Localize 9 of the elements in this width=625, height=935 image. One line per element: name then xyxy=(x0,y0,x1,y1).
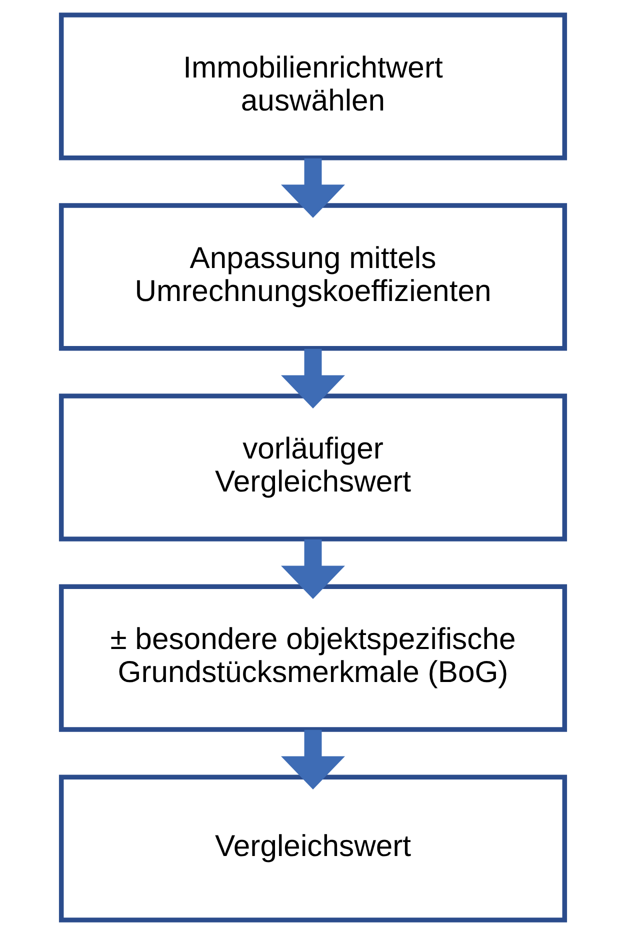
arrow xyxy=(280,539,344,599)
arrow xyxy=(280,730,344,790)
node-box: ± besondere objektspezifische Grundstücksmerkmale (BoG) xyxy=(58,584,567,732)
node-box: vorläufiger Vergleichswert xyxy=(58,394,567,542)
arrow xyxy=(280,348,344,408)
arrow xyxy=(280,158,344,218)
node-box: Anpassung mittels Umrechnungskoeffizienten xyxy=(58,203,567,351)
node-box: Vergleichswert xyxy=(58,774,567,922)
node-box: Immobilienrichtwert auswählen xyxy=(58,12,567,160)
